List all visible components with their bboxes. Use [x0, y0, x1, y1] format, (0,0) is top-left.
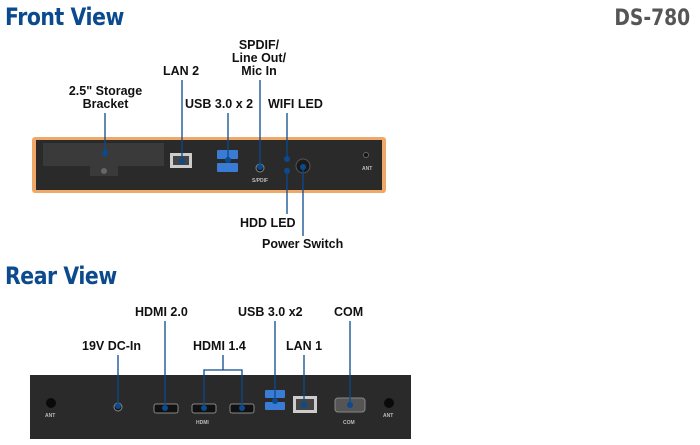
- rear-view-title: Rear View: [5, 262, 117, 290]
- screw-icon: [101, 168, 107, 174]
- svg-text:HDMI: HDMI: [196, 420, 209, 426]
- antenna-hole: [46, 398, 56, 408]
- label-spdif: SPDIF/ Line Out/ Mic In: [231, 38, 287, 78]
- antenna-hole: [384, 398, 394, 408]
- label-hdd-led: HDD LED: [240, 216, 296, 230]
- label-front-usb: USB 3.0 x 2: [185, 97, 254, 111]
- front-callout-lines: [102, 80, 306, 236]
- rear-callout-lines: [115, 321, 353, 411]
- label-wifi-led: WIFI LED: [268, 97, 323, 111]
- model-name: DS-780: [614, 6, 690, 31]
- rear-panel: ANT ANT HDMI COM: [30, 375, 411, 439]
- label-com: COM: [334, 305, 364, 319]
- label-storage-bracket: 2.5" Storage Bracket: [68, 84, 143, 111]
- antenna-hole: [363, 152, 369, 158]
- usb-port-2: [217, 163, 238, 172]
- label-lan1: LAN 1: [286, 339, 323, 353]
- svg-text:S/PDIF: S/PDIF: [252, 178, 268, 184]
- front-panel: ANT S/PDIF: [32, 137, 386, 193]
- label-power-switch: Power Switch: [262, 237, 344, 251]
- label-dc-in: 19V DC-In: [82, 339, 142, 353]
- label-lan2: LAN 2: [163, 64, 200, 78]
- svg-text:ANT: ANT: [362, 166, 372, 172]
- label-hdmi14: HDMI 1.4: [193, 339, 246, 353]
- svg-text:ANT: ANT: [45, 413, 55, 419]
- label-hdmi20: HDMI 2.0: [135, 305, 188, 319]
- svg-text:ANT: ANT: [383, 413, 393, 419]
- storage-bracket: [43, 143, 164, 176]
- front-view-title: Front View: [5, 3, 124, 31]
- usb-port-2: [265, 402, 285, 410]
- label-rear-usb: USB 3.0 x2: [238, 305, 303, 319]
- svg-text:COM: COM: [343, 420, 355, 426]
